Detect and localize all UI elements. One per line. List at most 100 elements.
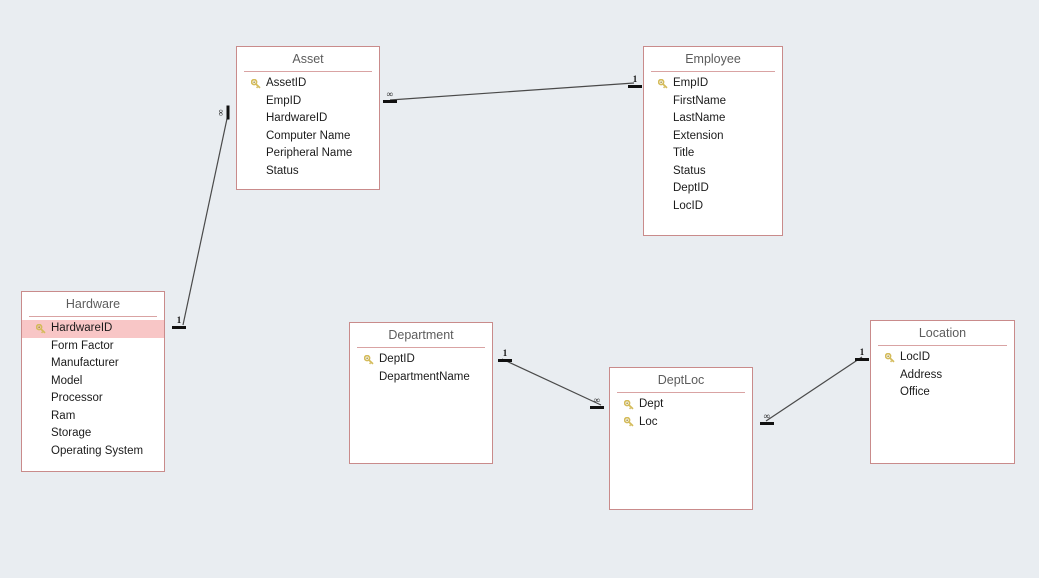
field-label: LocID — [673, 199, 704, 212]
cardinality-marker-deptloc-location-from: ∞ — [760, 412, 774, 425]
field-label: DeptID — [673, 182, 709, 194]
cardinality-glyph: 1 — [502, 348, 508, 358]
field-label: Manufacturer — [51, 357, 119, 369]
cardinality-marker-asset-employee-from: ∞ — [383, 90, 397, 103]
field-row[interactable]: AssetID — [237, 75, 379, 93]
field-label: Status — [266, 164, 299, 177]
field-label: AssetID — [266, 77, 307, 89]
relationship-line-deptloc-location[interactable] — [765, 356, 863, 422]
field-row[interactable]: Form Factor — [22, 338, 164, 356]
cardinality-anchor-bar — [226, 105, 230, 120]
table-title-divider — [651, 71, 775, 72]
table-title-department[interactable]: Department — [388, 328, 454, 342]
cardinality-anchor-bar — [590, 406, 604, 409]
cardinality-marker-department-deptloc-to: ∞ — [590, 396, 604, 409]
field-row[interactable]: Ram — [22, 408, 164, 426]
field-row[interactable]: Status — [237, 163, 379, 181]
field-row[interactable]: Computer Name — [237, 128, 379, 146]
field-label: Processor — [51, 392, 103, 404]
field-label: Model — [51, 374, 83, 387]
table-title-hardware[interactable]: Hardware — [65, 297, 121, 311]
cardinality-marker-hardware-asset-from: 1 — [172, 316, 186, 329]
table-title-divider — [617, 392, 745, 393]
field-label: Form Factor — [51, 339, 114, 352]
primary-key-icon-slot — [624, 399, 639, 410]
field-row[interactable]: DeptID — [350, 351, 492, 369]
field-row[interactable]: Dept — [610, 396, 752, 414]
primary-key-icon — [36, 323, 46, 334]
primary-key-icon-slot — [658, 78, 673, 89]
field-row[interactable]: Manufacturer — [22, 355, 164, 373]
cardinality-anchor-bar — [383, 100, 397, 103]
field-row[interactable]: Loc — [610, 414, 752, 432]
field-row[interactable]: LastName — [644, 110, 782, 128]
cardinality-glyph: 1 — [176, 315, 182, 325]
field-row[interactable]: EmpID — [237, 93, 379, 111]
field-list-department: DeptID DepartmentName — [350, 351, 492, 386]
primary-key-icon — [885, 352, 895, 363]
cardinality-anchor-bar — [855, 358, 869, 361]
field-row[interactable]: LocID — [871, 349, 1014, 367]
cardinality-anchor-bar — [628, 85, 642, 88]
cardinality-glyph: ∞ — [386, 89, 394, 99]
field-row[interactable]: Title — [644, 145, 782, 163]
field-row[interactable]: Status — [644, 163, 782, 181]
cardinality-glyph: 1 — [859, 347, 865, 357]
field-label: HardwareID — [51, 322, 113, 334]
field-label: Loc — [639, 415, 658, 428]
cardinality-marker-asset-employee-to: 1 — [628, 75, 642, 88]
field-label: Title — [673, 147, 695, 159]
primary-key-icon-slot — [251, 78, 266, 89]
field-row[interactable]: HardwareID — [237, 110, 379, 128]
field-row[interactable]: DepartmentName — [350, 369, 492, 387]
table-title-asset[interactable]: Asset — [292, 52, 324, 66]
field-label: Storage — [51, 427, 92, 439]
field-row[interactable]: LocID — [644, 198, 782, 216]
field-row[interactable]: Office — [871, 384, 1014, 402]
primary-key-icon-slot — [364, 354, 379, 365]
cardinality-marker-deptloc-location-to: 1 — [855, 348, 869, 361]
table-title-employee[interactable]: Employee — [685, 52, 741, 66]
field-row[interactable]: HardwareID — [22, 320, 164, 338]
field-row[interactable]: Address — [871, 367, 1014, 385]
cardinality-glyph: ∞ — [215, 109, 226, 116]
field-label: FirstName — [673, 94, 727, 107]
field-label: Dept — [639, 398, 664, 410]
field-row[interactable]: Processor — [22, 390, 164, 408]
table-title-location[interactable]: Location — [918, 326, 967, 340]
field-label: EmpID — [673, 77, 709, 89]
field-row[interactable]: Peripheral Name — [237, 145, 379, 163]
field-row[interactable]: FirstName — [644, 93, 782, 111]
field-row[interactable]: Model — [22, 373, 164, 391]
cardinality-glyph: 1 — [632, 74, 638, 84]
field-label: LocID — [900, 351, 931, 363]
field-row[interactable]: Storage — [22, 425, 164, 443]
field-label: Computer Name — [266, 129, 351, 142]
field-row[interactable]: Extension — [644, 128, 782, 146]
relationship-line-asset-employee[interactable] — [389, 82, 635, 101]
field-row[interactable]: EmpID — [644, 75, 782, 93]
relationship-line-hardware-asset[interactable] — [182, 113, 229, 326]
cardinality-marker-department-deptloc-from: 1 — [498, 349, 512, 362]
table-title-divider — [244, 71, 372, 72]
field-label: Office — [900, 386, 930, 398]
field-label: Extension — [673, 129, 724, 142]
field-row[interactable]: DeptID — [644, 180, 782, 198]
primary-key-icon — [364, 354, 374, 365]
field-label: DeptID — [379, 353, 415, 365]
primary-key-icon-slot — [885, 352, 900, 363]
field-label: Address — [900, 368, 943, 381]
field-row[interactable]: Operating System — [22, 443, 164, 461]
table-title-deptloc[interactable]: DeptLoc — [657, 373, 705, 387]
relationship-line-department-deptloc[interactable] — [501, 358, 602, 406]
